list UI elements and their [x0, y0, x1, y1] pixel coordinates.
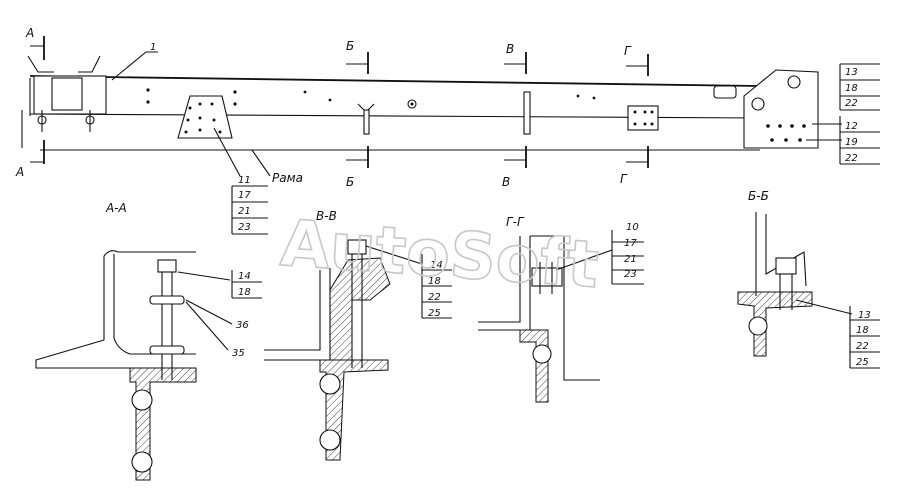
- callout-plate: 11 17 21 23: [231, 175, 268, 235]
- svg-text:18: 18: [845, 83, 858, 94]
- front-bracket: [27, 55, 107, 132]
- svg-text:25: 25: [428, 308, 441, 319]
- view-aa-title: А-А: [105, 201, 127, 215]
- callout-vv: 14 18 22 25: [421, 254, 452, 319]
- svg-text:12: 12: [845, 121, 858, 132]
- view-vv-title: В-В: [316, 209, 337, 223]
- watermark-text: AutoSoft: [278, 207, 601, 303]
- callout-right-bottom: 12 19 22: [839, 116, 880, 165]
- svg-text:17: 17: [238, 190, 251, 201]
- svg-text:14: 14: [238, 271, 251, 282]
- svg-text:22: 22: [856, 341, 869, 352]
- label-frame-part: 1: [150, 42, 156, 53]
- svg-text:23: 23: [624, 269, 637, 280]
- svg-text:18: 18: [238, 287, 251, 298]
- rear-bracket: [743, 69, 819, 149]
- callout-gg: 10 17 21 23: [611, 222, 644, 285]
- callout-bb: 13 18 22 25: [849, 306, 880, 369]
- frame-holes: [146, 88, 596, 106]
- mark-a-top: A: [25, 26, 34, 40]
- callout-aa: 14 18: [231, 270, 262, 299]
- section-cut-lines: [30, 36, 649, 168]
- svg-text:18: 18: [428, 276, 441, 287]
- section-aa: [35, 250, 233, 481]
- svg-text:19: 19: [845, 137, 858, 148]
- mark-a-bottom: A: [15, 165, 24, 179]
- frame-side-view: [21, 36, 842, 177]
- mark-b-top: Б: [346, 39, 354, 53]
- mark-v-top: В: [506, 42, 514, 56]
- label-frame: Рама: [272, 171, 303, 185]
- mark-b-bottom: Б: [346, 175, 354, 189]
- svg-text:13: 13: [858, 310, 871, 321]
- svg-text:18: 18: [856, 325, 869, 336]
- svg-text:11: 11: [238, 175, 251, 186]
- svg-text:25: 25: [856, 357, 869, 368]
- svg-text:23: 23: [238, 222, 251, 233]
- svg-text:22: 22: [845, 153, 858, 164]
- bracket-v: [523, 91, 531, 135]
- bracket-b: [357, 103, 375, 135]
- section-bb: [737, 212, 853, 357]
- view-bb-title: Б-Б: [748, 189, 769, 203]
- section-vv: [264, 239, 423, 461]
- svg-text:17: 17: [624, 238, 637, 249]
- svg-text:22: 22: [428, 292, 441, 303]
- callout-aa-36: 36: [236, 320, 249, 331]
- svg-text:22: 22: [845, 98, 858, 109]
- svg-text:21: 21: [238, 206, 251, 217]
- bracket-g: [627, 105, 659, 131]
- callout-right-top: 13 18 22: [839, 63, 880, 111]
- svg-text:14: 14: [430, 260, 443, 271]
- mark-g-top: Г: [624, 44, 632, 58]
- svg-text:10: 10: [626, 222, 639, 233]
- section-gg: [478, 235, 613, 403]
- mark-v-bottom: В: [502, 175, 510, 189]
- svg-text:13: 13: [845, 67, 858, 78]
- mounting-plate: [177, 95, 233, 139]
- mark-g-bottom: Г: [620, 172, 628, 186]
- callout-aa-35: 35: [232, 348, 245, 359]
- svg-text:21: 21: [624, 254, 637, 265]
- view-gg-title: Г-Г: [506, 215, 525, 229]
